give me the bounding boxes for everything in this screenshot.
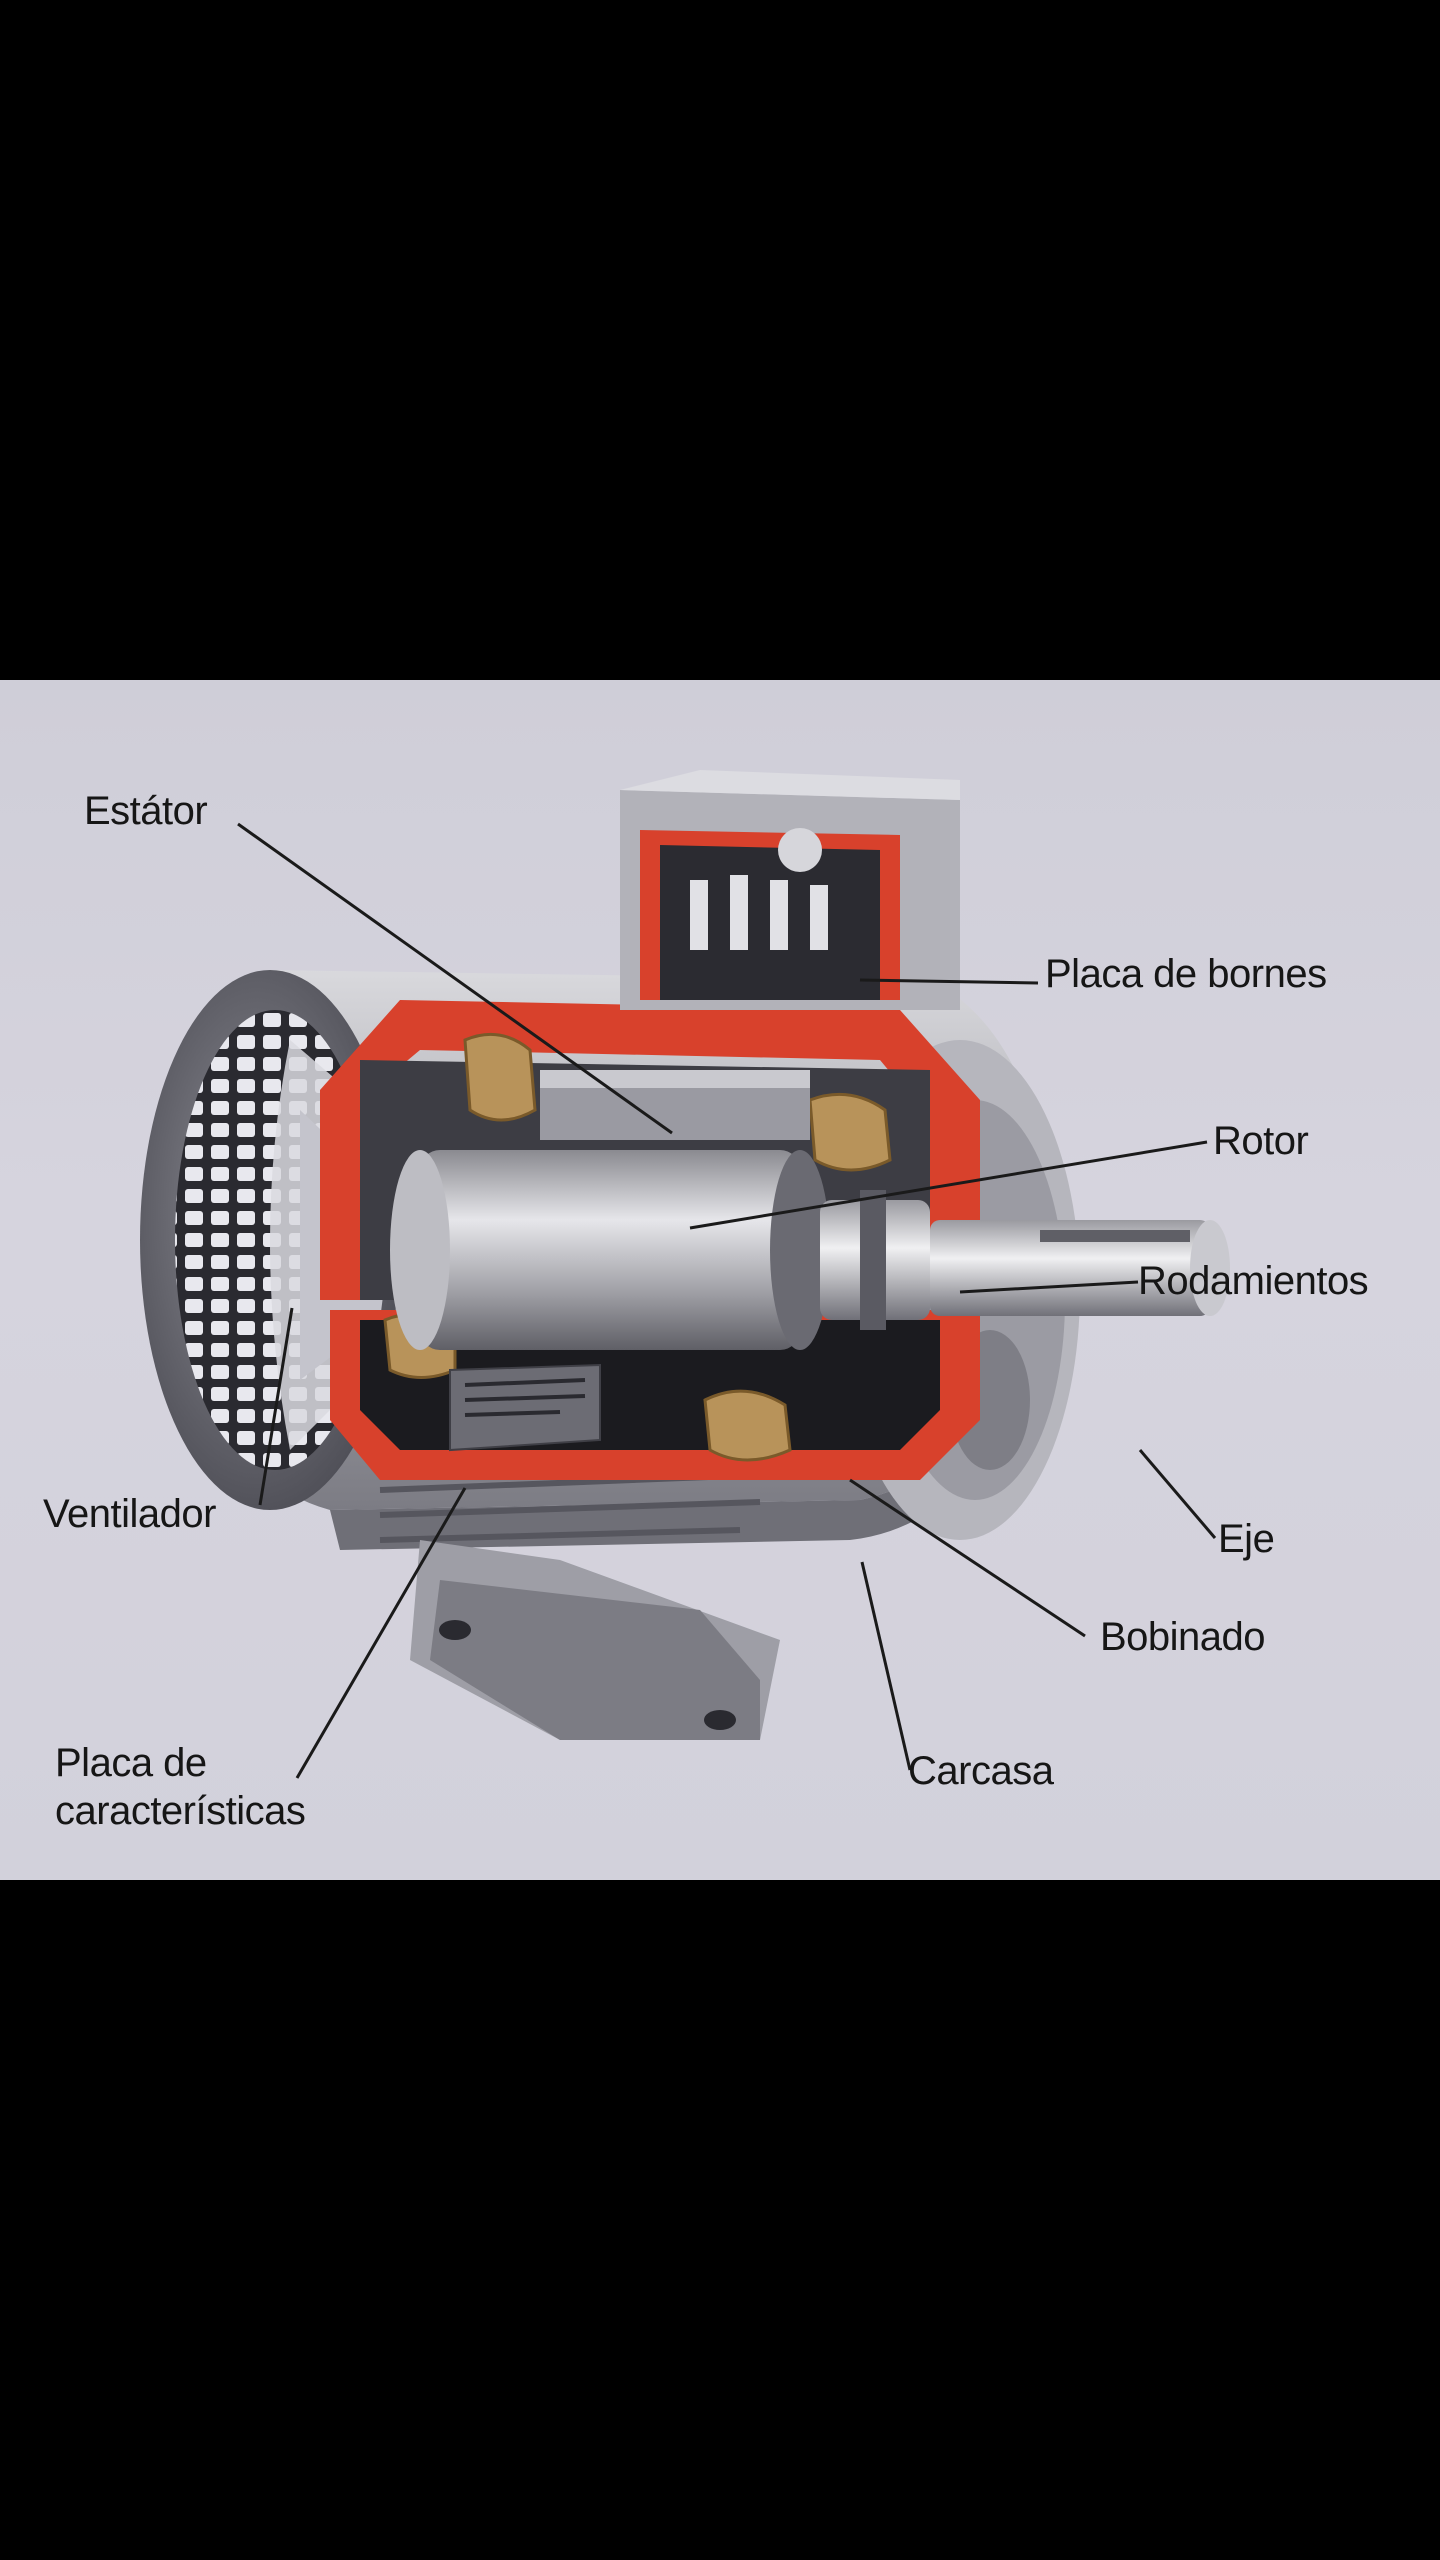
- label-rotor: Rotor: [1213, 1119, 1309, 1163]
- label-bobinado: Bobinado: [1100, 1615, 1266, 1659]
- label-rodamientos: Rodamientos: [1138, 1259, 1369, 1303]
- label-ventilador: Ventilador: [43, 1492, 216, 1536]
- label-placa-de-bornes: Placa de bornes: [1045, 952, 1327, 996]
- label-eje: Eje: [1218, 1517, 1275, 1561]
- label-placa-de-caracteristicas-line2: características: [55, 1789, 306, 1833]
- motor-cutaway-illustration: [140, 770, 1230, 1779]
- label-carcasa: Carcasa: [908, 1749, 1054, 1793]
- label-leader-lines: [237, 822, 1217, 1779]
- placa-de-caracteristicas-nameplate: [449, 1363, 601, 1452]
- rotor-assembly: [390, 1150, 830, 1350]
- placa-de-bornes-terminal-box: [620, 770, 960, 1010]
- eje-shaft: [930, 1220, 1230, 1316]
- motor-diagram-photo: Estátor Placa de bornes Rotor Rodamiento…: [0, 680, 1440, 1880]
- label-estator: Estátor: [84, 789, 208, 833]
- estator-core: [540, 1070, 810, 1140]
- mounting-foot: [410, 1540, 780, 1740]
- label-placa-de-caracteristicas-line1: Placa de: [55, 1741, 207, 1785]
- rodamientos-bearing: [820, 1190, 930, 1330]
